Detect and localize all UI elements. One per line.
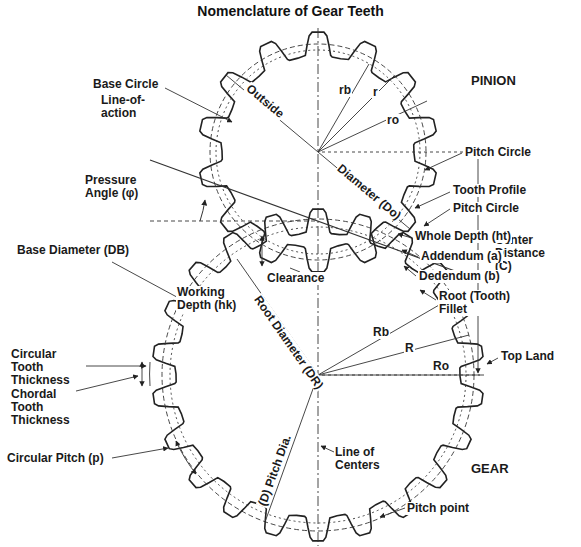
radius-line: [318, 335, 469, 375]
tangent-line: [150, 221, 318, 222]
part-name: GEAR: [470, 462, 510, 476]
leader-line: [321, 446, 334, 452]
dimension-label: Working Depth (hk): [176, 286, 252, 312]
leader-line: [398, 234, 412, 238]
feature-label: Pitch Circle: [464, 146, 532, 159]
leader-line: [112, 448, 168, 458]
radius-line: [318, 76, 394, 152]
symbol-label: Rb: [372, 326, 390, 339]
line-of-action: [150, 160, 488, 283]
feature-label: Base Circle: [92, 78, 159, 91]
dimension-label: Base Diameter (DB): [16, 244, 130, 257]
diagram-title: Nomenclature of Gear Teeth: [0, 3, 581, 19]
working-depth-dimension: [262, 236, 263, 266]
feature-label: Tooth Profile: [452, 184, 527, 197]
symbol-label: r: [372, 86, 379, 99]
pitch-diameter-line: [265, 375, 318, 522]
feature-label: Line of Centers: [334, 446, 392, 472]
leader-line: [404, 266, 416, 276]
part-name: PINION: [470, 74, 517, 88]
leader-line: [415, 192, 450, 208]
leader-line: [424, 209, 450, 226]
radius-line: [318, 375, 484, 376]
feature-label: Pitch point: [406, 502, 470, 515]
leader-line: [402, 250, 418, 257]
extension-line: [322, 375, 480, 376]
symbol-label: Ro: [432, 360, 450, 373]
symbol-label: ro: [386, 114, 400, 127]
dimension-label: Circular Tooth Thickness: [10, 348, 86, 388]
radius-line: [318, 64, 369, 152]
dimension-label: Chordal Tooth Thickness: [10, 388, 76, 428]
dimension-label: Dedendum (b): [418, 270, 501, 283]
leader-line: [487, 358, 498, 364]
feature-label: Line-of- action: [100, 94, 160, 120]
leader-line: [165, 88, 232, 122]
dimension-label: Root Diameter (DR): [251, 293, 326, 393]
dimension-label: Circular Pitch (p): [6, 452, 105, 465]
line-of-centers: [318, 28, 319, 546]
dimension-label: Addendum (a): [420, 250, 503, 263]
feature-label: Pitch Circle: [452, 202, 520, 215]
circular-pitch-arc: [176, 441, 196, 474]
symbol-label: R: [404, 342, 415, 355]
dimension-label: Clearance: [266, 272, 325, 285]
leader-line: [84, 366, 146, 367]
radius-line: [318, 301, 446, 375]
leader-line: [425, 153, 462, 170]
circular-thickness-arc: [149, 362, 150, 386]
dimension-label: Diameter (Do): [334, 162, 404, 224]
dimension-label: Outside: [243, 82, 287, 122]
dimension-label: (D) Pitch Dia.: [256, 432, 295, 509]
pressure-angle-arc: [200, 200, 205, 221]
feature-label: Top Land: [500, 350, 555, 363]
symbol-label: rb: [338, 84, 352, 97]
leader-line: [380, 508, 405, 517]
feature-label: Pressure Angle (φ): [84, 174, 158, 200]
extension-line: [322, 152, 480, 153]
leader-line: [420, 290, 436, 300]
dimension-label: Whole Depth (ht): [414, 230, 512, 243]
radius-line: [318, 101, 427, 152]
leader-line: [112, 262, 186, 302]
feature-label: Root (Tooth) Fillet: [438, 290, 526, 316]
